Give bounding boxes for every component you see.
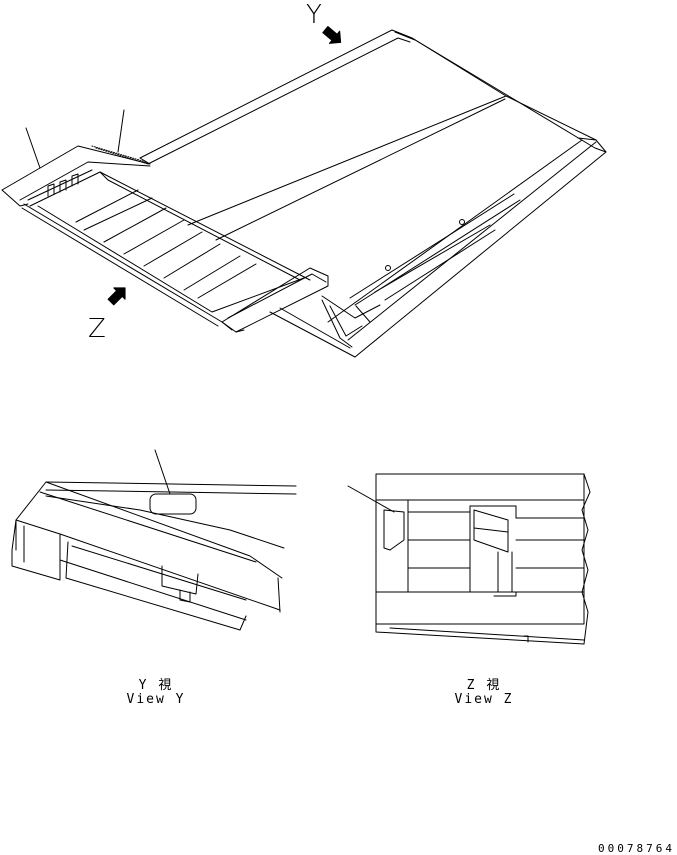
view-z-marker: Z — [88, 314, 106, 344]
view-z-caption-jp: Z 視 — [466, 678, 502, 693]
view-y-caption-jp: Y 視 — [138, 678, 174, 693]
view-y-label-plate — [149, 493, 197, 515]
view-y-leader — [154, 449, 171, 495]
view-y-detail — [11, 449, 297, 631]
view-y-arrow-icon — [322, 26, 342, 44]
document-number: 00078764 — [598, 842, 675, 855]
view-y-marker: Y — [306, 0, 322, 30]
view-z-detail — [347, 473, 591, 645]
leader-line-2 — [117, 109, 125, 153]
view-z-caption-en: View Z — [454, 692, 514, 707]
leader-line-1 — [25, 127, 41, 169]
view-z-leader — [347, 485, 395, 513]
main-isometric-view — [1, 29, 607, 358]
view-z-arrow-icon — [107, 287, 126, 306]
view-y-caption-en: View Y — [126, 692, 186, 707]
